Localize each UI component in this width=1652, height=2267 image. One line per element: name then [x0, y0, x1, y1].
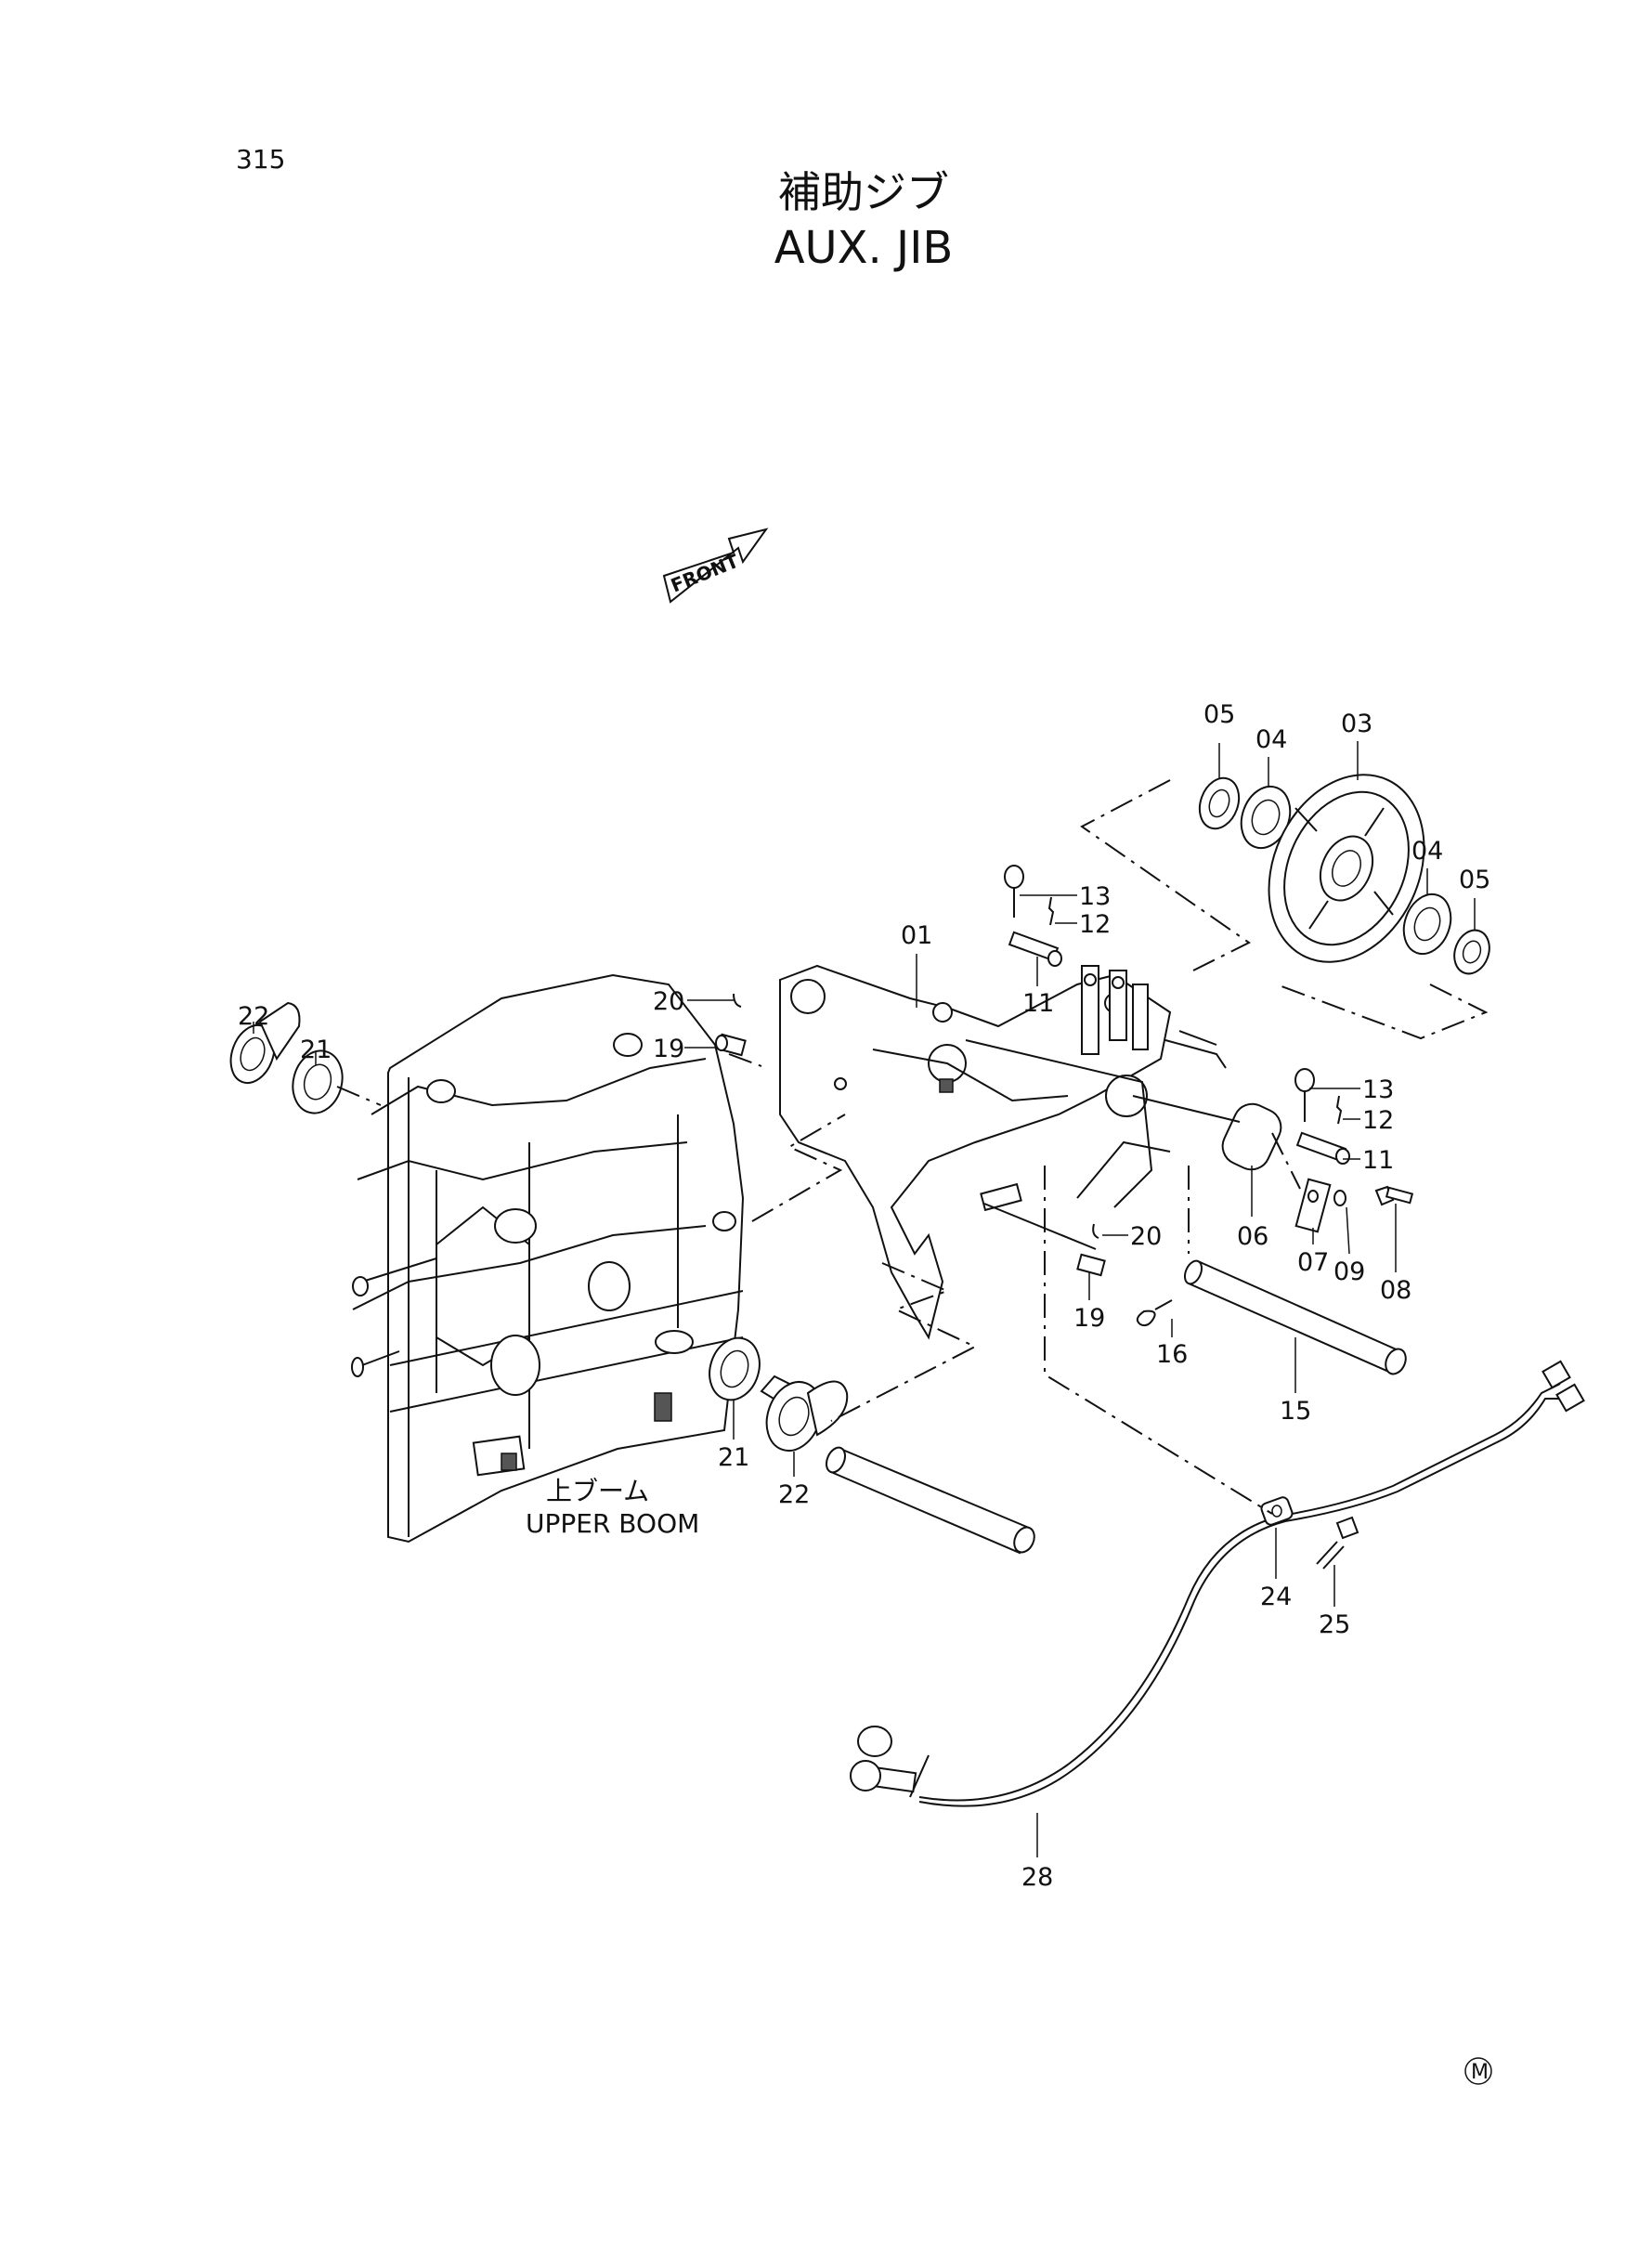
assembly-centerlines — [336, 779, 1489, 1515]
wire-harness-28 — [850, 1360, 1585, 1807]
callout-label: 12 — [1079, 910, 1111, 939]
jib-frame — [779, 964, 1227, 1340]
callout-label: 11 — [1362, 1146, 1394, 1175]
callout-label: 11 — [1022, 989, 1054, 1018]
parts-16-19-20-lower — [980, 1182, 1173, 1327]
callout-label: 13 — [1079, 882, 1111, 911]
callout-label: 22 — [778, 1480, 810, 1509]
callout-label: 06 — [1237, 1222, 1268, 1251]
callout-label: 04 — [1255, 725, 1287, 754]
title-english: AUX. JIB — [774, 222, 954, 274]
lower-bushing-washer — [709, 1336, 1035, 1555]
callout-label: 09 — [1333, 1257, 1365, 1286]
page-number: 315 — [236, 144, 286, 175]
left-bushing-washer — [229, 1001, 344, 1114]
callout-label: 19 — [1073, 1304, 1105, 1333]
callout-label: 24 — [1260, 1583, 1292, 1611]
callout-label: 21 — [300, 1036, 332, 1064]
callout-label: 07 — [1297, 1248, 1329, 1277]
callout-label: 21 — [718, 1443, 749, 1472]
callout-label: 13 — [1362, 1075, 1394, 1104]
callout-label: 19 — [653, 1035, 684, 1063]
callout-label: 15 — [1280, 1397, 1311, 1426]
leader-lines — [253, 741, 1476, 1857]
callout-label: 05 — [1203, 700, 1235, 729]
pin-group-right — [1178, 1030, 1350, 1165]
corner-mark-letter: M — [1471, 2061, 1489, 2084]
upper-boom-caption-english: UPPER BOOM — [526, 1508, 699, 1539]
callout-label: 16 — [1156, 1340, 1188, 1369]
callout-label: 20 — [1130, 1222, 1162, 1251]
circled-m-mark: M — [1464, 2057, 1492, 2085]
callout-label: 01 — [901, 921, 932, 950]
callout-label: 05 — [1459, 866, 1490, 894]
upper-boom-caption-japanese: 上ブーム — [546, 1476, 649, 1506]
callout-label: 03 — [1341, 710, 1372, 738]
callout-label: 28 — [1021, 1863, 1053, 1892]
callout-labels: 05 04 03 04 05 13 12 11 01 20 19 22 21 1… — [238, 700, 1490, 1892]
front-arrow-label: FRONT — [668, 550, 742, 597]
parts-19-20-upper — [715, 993, 747, 1057]
diagram-title: 補助ジブ AUX. JIB — [650, 165, 1077, 277]
callout-label: 12 — [1362, 1106, 1394, 1135]
sheave-group — [1198, 774, 1490, 975]
callout-label: 20 — [653, 987, 684, 1016]
callout-label: 04 — [1411, 837, 1443, 866]
callout-label: 25 — [1319, 1610, 1350, 1639]
upper-boom-assembly — [351, 973, 745, 1544]
parts-06-07-08-09 — [1132, 1095, 1414, 1233]
long-pin-15 — [1183, 1259, 1407, 1375]
callout-label: 22 — [238, 1002, 269, 1031]
front-arrow: FRONT — [662, 528, 769, 604]
title-japanese: 補助ジブ — [778, 167, 949, 217]
pin-group-upper — [1004, 865, 1062, 967]
callout-label: 08 — [1380, 1276, 1411, 1305]
